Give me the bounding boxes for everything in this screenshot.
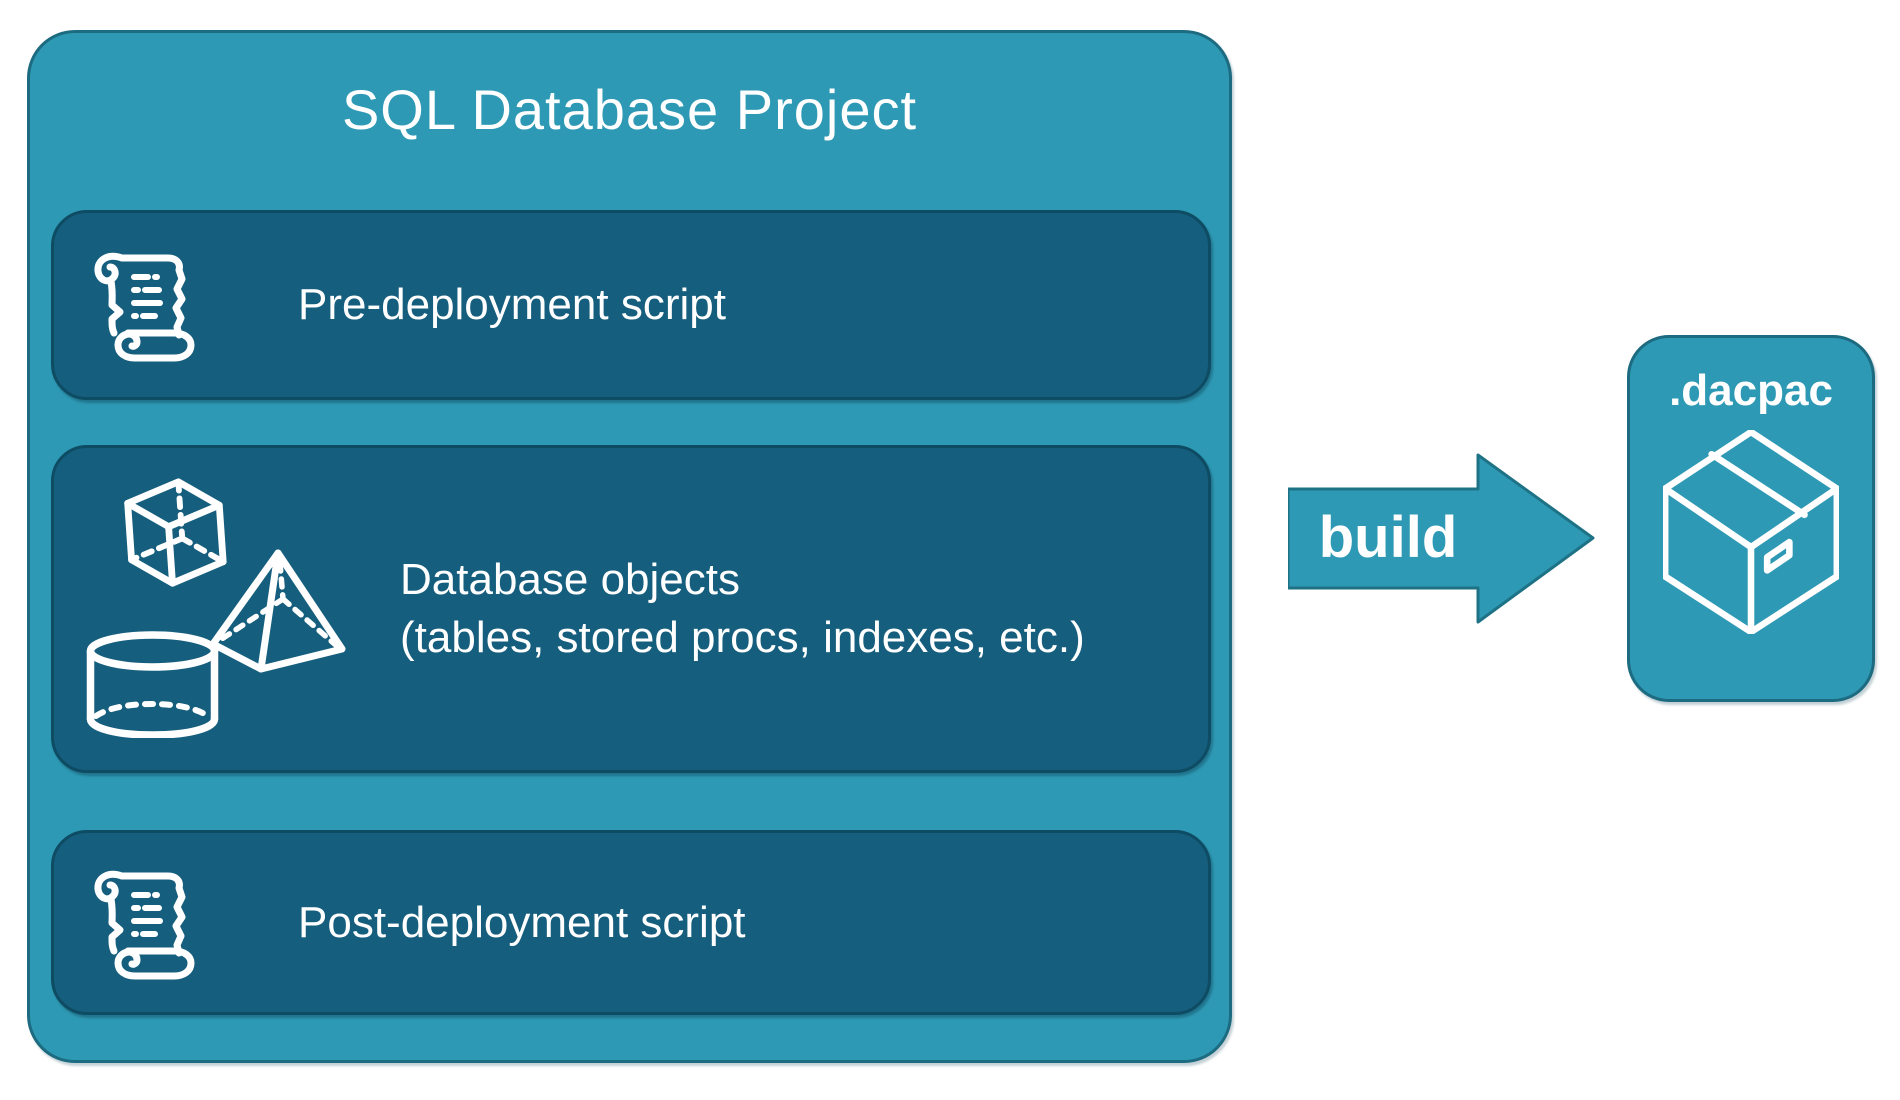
build-arrow: build bbox=[1288, 453, 1595, 624]
project-item-pre-deployment: Pre-deployment script bbox=[51, 210, 1211, 400]
dacpac-label: .dacpac bbox=[1669, 366, 1833, 415]
item-label: Post-deployment script bbox=[298, 897, 746, 947]
dacpac-box: .dacpac bbox=[1627, 335, 1875, 702]
scroll-icon bbox=[94, 870, 195, 979]
project-item-post-deployment: Post-deployment script bbox=[51, 830, 1211, 1015]
item-label-line2: (tables, stored procs, indexes, etc.) bbox=[400, 613, 1085, 662]
build-label: build bbox=[1318, 505, 1458, 570]
item-label: Pre-deployment script bbox=[298, 280, 726, 329]
cube-icon bbox=[124, 478, 227, 587]
project-title: SQL Database Project bbox=[341, 78, 918, 141]
package-icon bbox=[1663, 430, 1839, 634]
arrow-right-icon bbox=[1288, 453, 1595, 624]
scroll-icon bbox=[94, 252, 195, 362]
item-label-line1: Database objects bbox=[400, 555, 740, 604]
project-item-database-objects: Database objects (tables, stored procs, … bbox=[51, 445, 1211, 773]
database-objects-icons bbox=[54, 448, 394, 770]
cylinder-icon bbox=[86, 631, 219, 738]
sql-database-project-container: SQL Database Project Pre-deployment scri… bbox=[27, 30, 1232, 1063]
pyramid-icon bbox=[209, 549, 346, 673]
item-label: Database objects (tables, stored procs, … bbox=[400, 551, 1085, 667]
